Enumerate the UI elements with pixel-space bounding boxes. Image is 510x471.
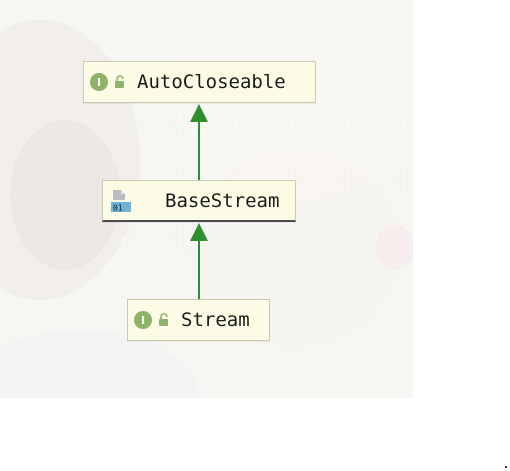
corner-dot — [505, 466, 507, 468]
interface-icon: I — [90, 73, 108, 91]
unlocked-icon — [159, 313, 168, 326]
inheritance-arrowhead — [190, 104, 208, 122]
node-basestream[interactable]: 01 BaseStream — [102, 180, 296, 222]
edge-basestream-to-autocloseable — [190, 104, 208, 180]
diagram-canvas: I AutoCloseable 01 BaseStream I Stream — [0, 0, 413, 398]
node-label: Stream — [181, 309, 250, 331]
inheritance-arrowhead — [190, 223, 208, 241]
class-file-icon: 01 — [111, 189, 131, 212]
node-stream[interactable]: I Stream — [127, 299, 270, 341]
node-label: AutoCloseable — [137, 71, 286, 93]
edges-layer — [190, 104, 208, 299]
background-photo-shape — [10, 120, 120, 270]
unlocked-icon — [115, 75, 124, 88]
svg-text:01: 01 — [113, 203, 123, 212]
background-photo-shape — [375, 225, 413, 270]
node-label: BaseStream — [165, 189, 280, 212]
node-autocloseable[interactable]: I AutoCloseable — [83, 61, 316, 103]
interface-icon: I — [134, 311, 152, 329]
edge-stream-to-basestream — [190, 223, 208, 299]
